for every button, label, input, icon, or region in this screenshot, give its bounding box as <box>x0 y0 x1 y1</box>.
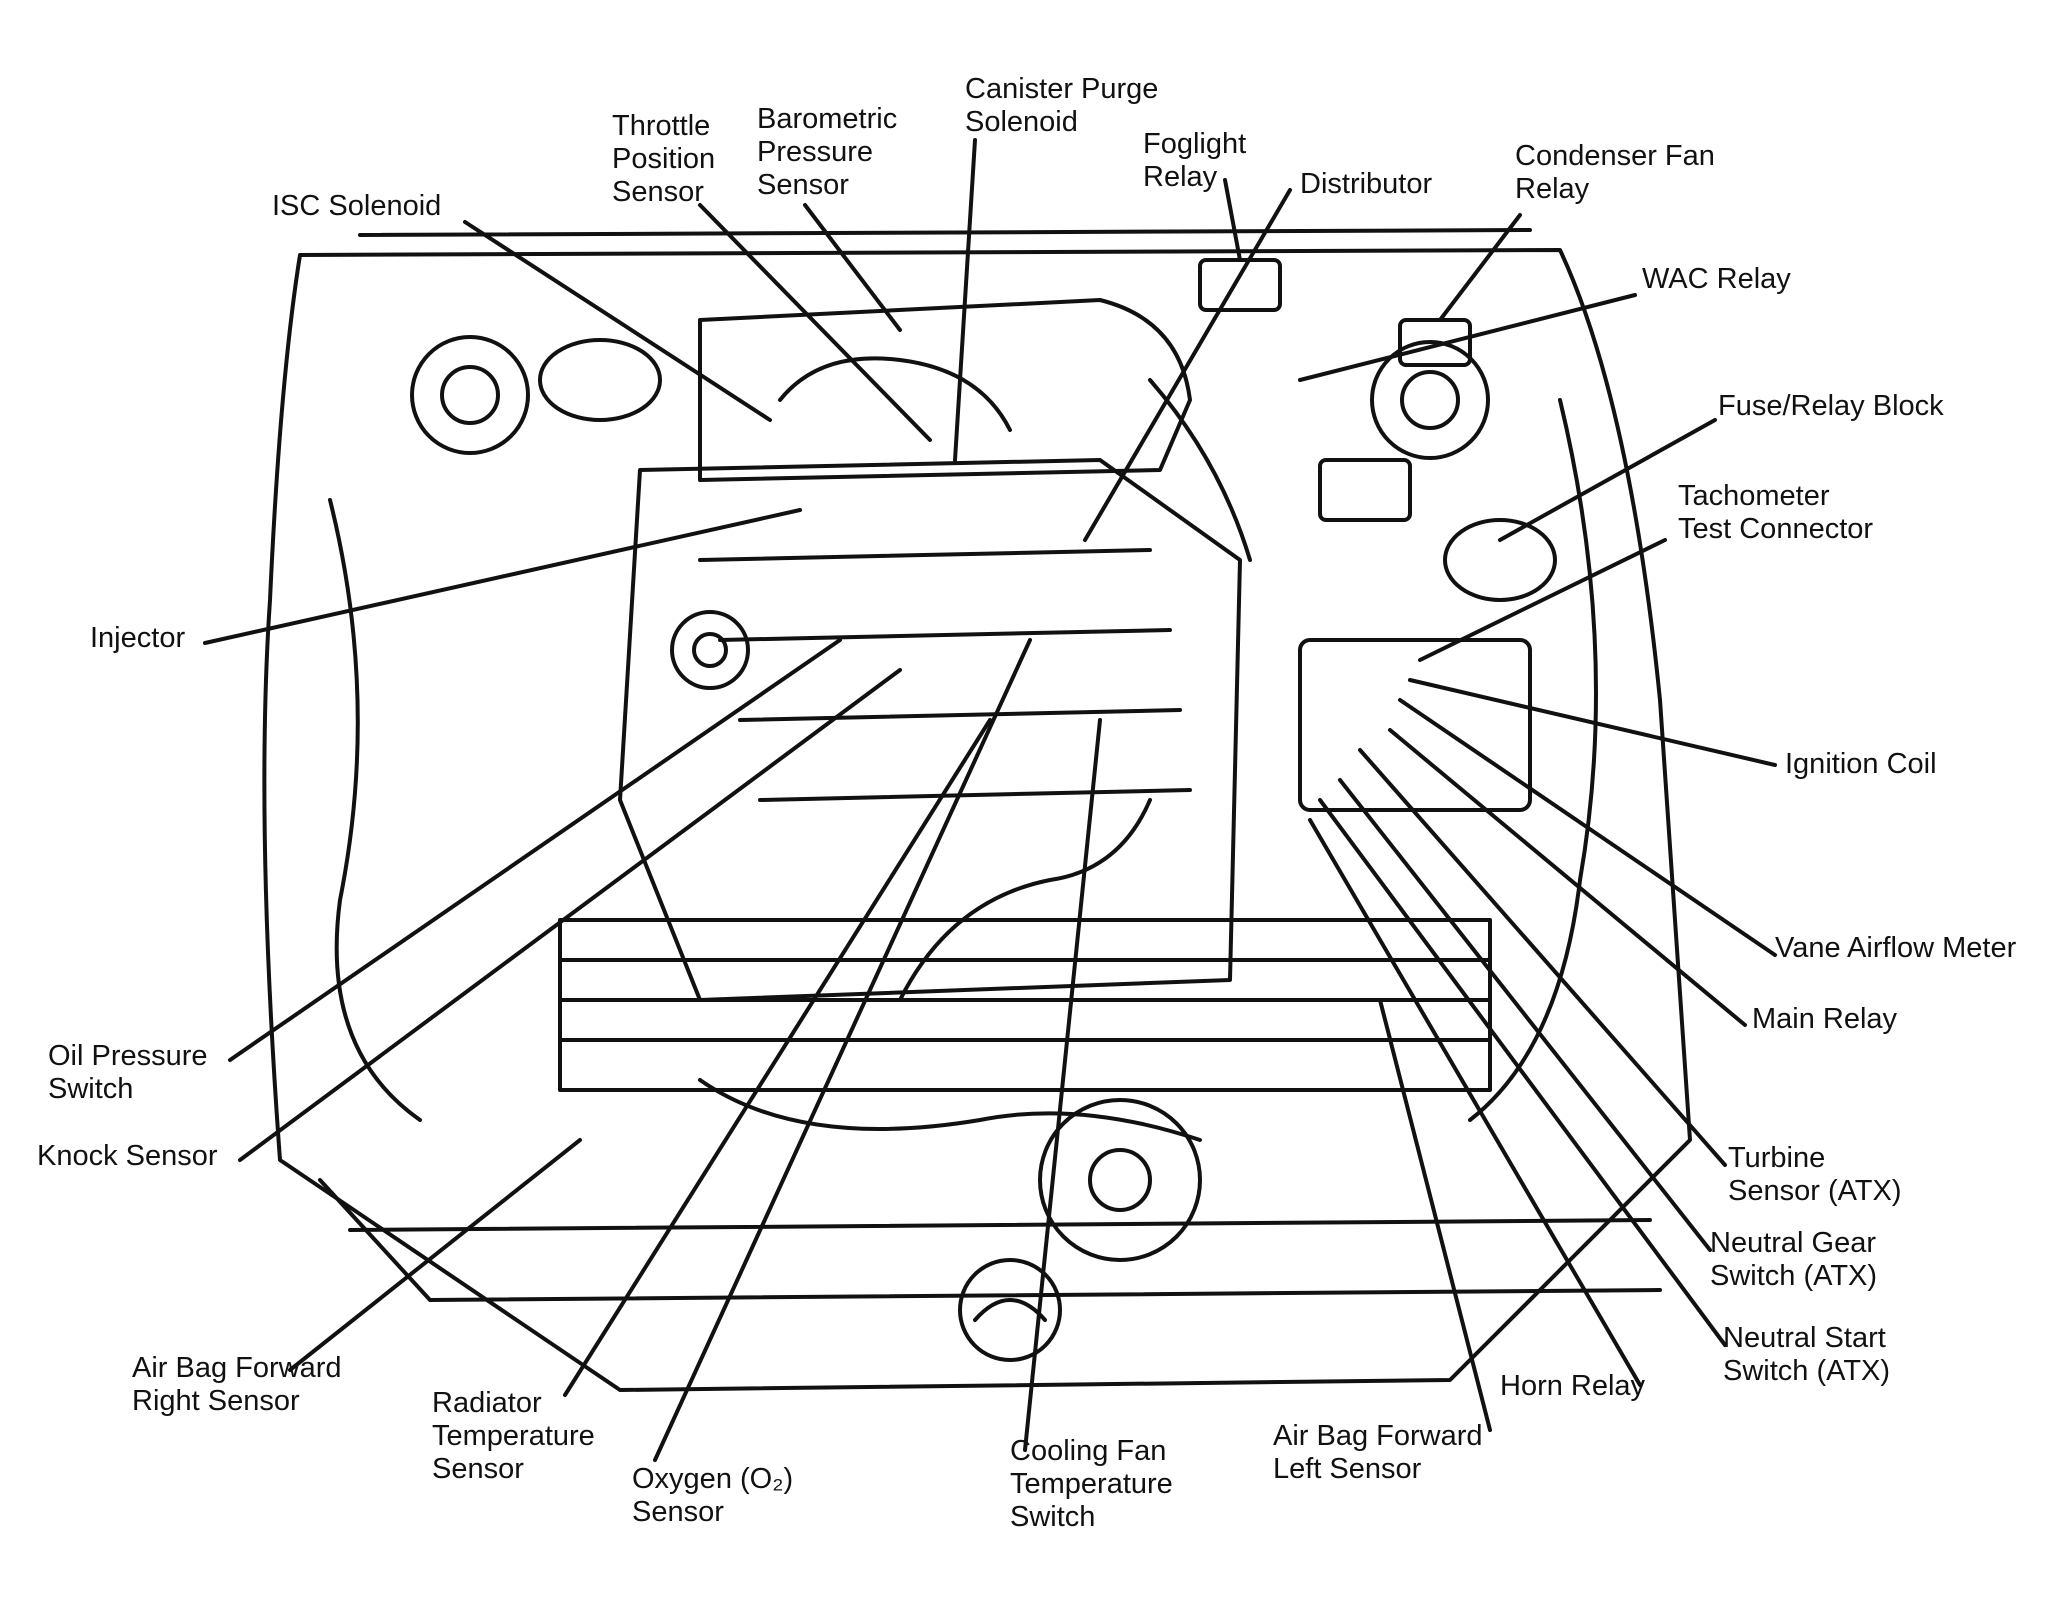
leader-air-bag-forward-right-sensor <box>288 1138 582 1372</box>
leader-foglight-relay <box>1223 178 1242 262</box>
leader-barometric-pressure-sensor <box>803 203 902 332</box>
label-horn-relay: Horn Relay <box>1500 1370 1646 1402</box>
right-strut-tower <box>1370 340 1490 460</box>
label-distributor: Distributor <box>1300 168 1433 200</box>
label-tachometer-test-connector: Tachometer Test Connector <box>1678 480 1874 545</box>
label-wac-relay: WAC Relay <box>1642 263 1791 295</box>
leader-tachometer-test-connector <box>1418 538 1667 662</box>
leader-radiator-temperature-sensor <box>563 718 992 1397</box>
leader-cooling-fan-temperature-switch <box>1023 718 1102 1452</box>
label-cooling-fan-temperature-switch: Cooling Fan Temperature Switch <box>1010 1435 1173 1533</box>
body-outline <box>262 248 1692 1392</box>
leader-main-relay <box>1388 728 1747 1027</box>
cooling-fan <box>1038 1098 1202 1262</box>
label-main-relay: Main Relay <box>1752 1003 1898 1035</box>
leader-injector <box>203 508 802 645</box>
leader-air-bag-forward-left-sensor <box>1378 998 1492 1432</box>
label-neutral-gear-switch: Neutral Gear Switch (ATX) <box>1710 1227 1878 1292</box>
grille-emblem <box>958 1258 1062 1362</box>
label-isc-solenoid: ISC Solenoid <box>272 190 442 222</box>
leader-distributor <box>1083 188 1292 542</box>
label-condenser-fan-relay: Condenser Fan Relay <box>1515 140 1715 205</box>
battery <box>1298 638 1532 812</box>
leader-throttle-position-sensor <box>698 203 932 442</box>
leader-oil-pressure-switch <box>228 638 842 1062</box>
bumper-line <box>348 1218 1652 1232</box>
leader-ignition-coil <box>1408 678 1777 767</box>
leader-vane-airflow-meter <box>1398 698 1777 957</box>
wiring-harness-left <box>328 498 422 1122</box>
leader-wac-relay <box>1298 293 1637 382</box>
label-oxygen-sensor: Oxygen (O₂) Sensor <box>632 1463 794 1528</box>
leader-neutral-start-switch <box>1318 798 1727 1347</box>
front-fascia <box>318 1178 1662 1302</box>
label-vane-airflow-meter: Vane Airflow Meter <box>1775 932 2017 964</box>
leader-horn-relay <box>1308 818 1642 1387</box>
label-throttle-position-sensor: Throttle Position Sensor <box>612 110 716 208</box>
oil-cap <box>670 610 750 690</box>
label-air-bag-forward-right-sensor: Air Bag Forward Right Sensor <box>132 1352 342 1417</box>
leader-turbine-sensor <box>1358 748 1727 1167</box>
leader-isc-solenoid <box>463 220 772 422</box>
cowl-line <box>358 228 1532 237</box>
lower-hose <box>698 1078 1202 1142</box>
radiator <box>558 918 1492 1092</box>
leader-canister-purge-solenoid <box>953 138 977 462</box>
label-oil-pressure-switch: Oil Pressure Switch <box>48 1040 208 1105</box>
leader-fuse-relay-block <box>1498 418 1717 542</box>
label-neutral-start-switch: Neutral Start Switch (ATX) <box>1723 1322 1891 1387</box>
label-knock-sensor: Knock Sensor <box>37 1140 218 1172</box>
left-reservoir <box>538 338 662 422</box>
leader-oxygen-sensor <box>653 638 1032 1462</box>
upper-hose <box>898 798 1152 1002</box>
wiring-harness-right <box>1468 398 1598 1122</box>
label-air-bag-forward-left-sensor: Air Bag Forward Left Sensor <box>1273 1420 1483 1485</box>
left-strut-tower <box>410 335 530 455</box>
leader-knock-sensor <box>238 668 902 1162</box>
label-ignition-coil: Ignition Coil <box>1785 748 1937 780</box>
label-foglight-relay: Foglight Relay <box>1143 128 1247 193</box>
leader-condenser-fan-relay <box>1438 213 1522 322</box>
label-injector: Injector <box>90 622 186 654</box>
engine-block <box>618 458 1242 1002</box>
label-turbine-sensor: Turbine Sensor (ATX) <box>1728 1142 1902 1207</box>
label-fuse-relay-block: Fuse/Relay Block <box>1718 390 1944 422</box>
leader-neutral-gear-switch <box>1338 778 1712 1252</box>
label-barometric-pressure-sensor: Barometric Pressure Sensor <box>757 103 898 201</box>
intake-plenum <box>698 298 1192 482</box>
label-radiator-temperature-sensor: Radiator Temperature Sensor <box>432 1387 595 1485</box>
label-canister-purge-solenoid: Canister Purge Solenoid <box>965 73 1159 138</box>
